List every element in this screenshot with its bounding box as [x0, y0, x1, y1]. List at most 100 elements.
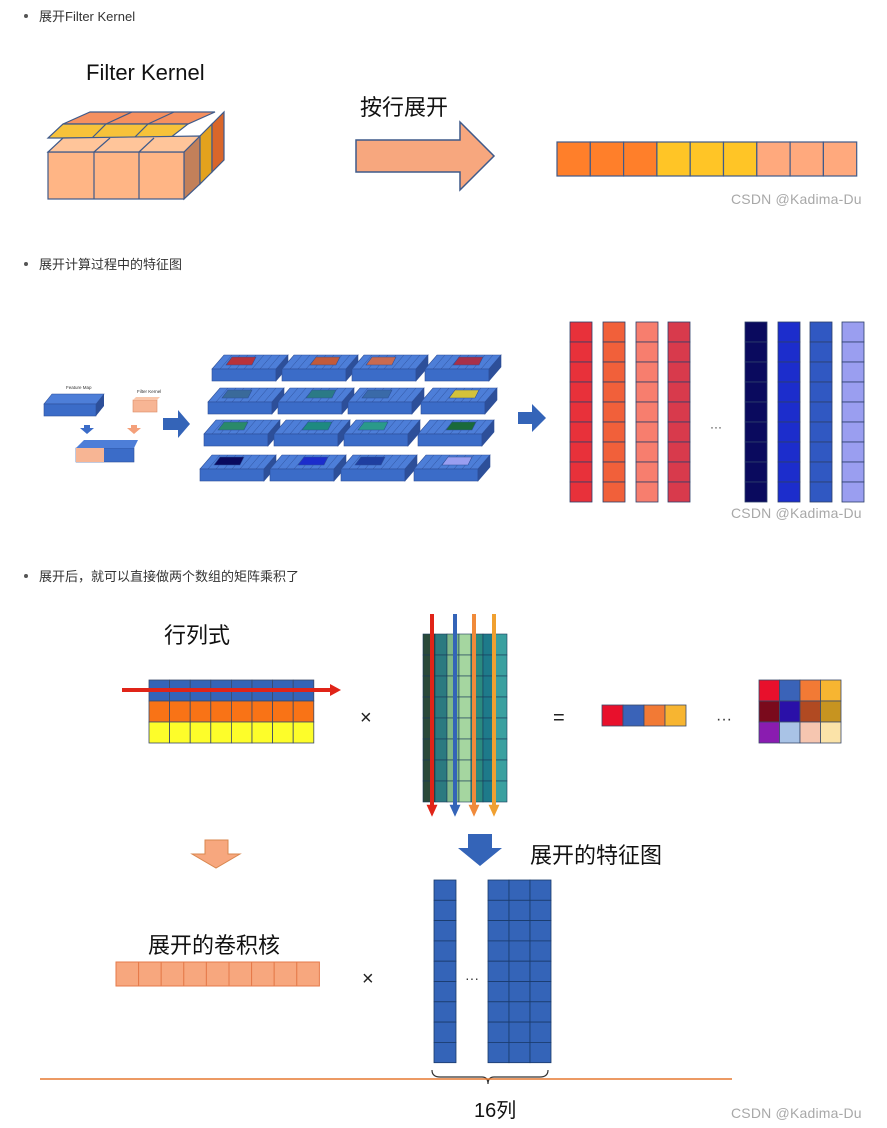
feature-col-cell — [529, 981, 552, 1003]
feature-col-cell — [487, 1021, 510, 1043]
col-matrix-cell — [458, 654, 472, 677]
feature-col-cell — [433, 899, 457, 921]
mini-grid-line — [285, 387, 299, 403]
column-cell — [667, 321, 691, 343]
mini-grid-side — [488, 354, 502, 382]
mini-grid-line — [396, 454, 410, 470]
mini-grid-line — [359, 354, 373, 370]
column-cell — [602, 341, 626, 363]
unrolled-kernel-cell — [689, 141, 725, 177]
column-cell — [667, 361, 691, 383]
mini-grid-line — [333, 387, 347, 403]
feature-col-cell — [529, 1001, 552, 1023]
column-cell — [841, 461, 865, 483]
row-matrix-cell — [272, 721, 294, 744]
feature-col-cell — [529, 920, 552, 942]
column-cell — [744, 461, 768, 483]
mini-grid-line — [259, 419, 273, 435]
column-cell — [667, 481, 691, 503]
mini-grid — [207, 387, 285, 415]
column-cell — [635, 361, 659, 383]
mini-grid-line — [428, 387, 442, 403]
mini-grid-line — [243, 419, 257, 435]
unrolled-kernel-row — [556, 141, 858, 177]
feature-col-cell — [433, 940, 457, 962]
row-matrix-cell — [148, 700, 171, 723]
mini-grid-side — [477, 454, 491, 482]
mini-grid-line — [387, 387, 401, 403]
column-cell — [635, 441, 659, 463]
bullet-dot — [24, 13, 28, 18]
mini-grid-line — [277, 454, 291, 470]
feature-col-cell — [487, 981, 510, 1003]
mini-grid — [347, 387, 425, 415]
mini-grid-line — [383, 419, 397, 435]
unrolled-column — [841, 321, 865, 503]
unrolled-featuremap-columns — [433, 879, 552, 1064]
column-cell — [744, 321, 768, 343]
unrolled-kernel-strip — [115, 961, 320, 987]
col-matrix-cell — [458, 675, 472, 698]
feature-col-cell — [487, 940, 510, 962]
result-grid-cell — [758, 721, 780, 744]
mini-grid-line — [425, 419, 439, 435]
col-matrix-cell — [434, 780, 448, 803]
feature-col-cell — [433, 1041, 457, 1064]
mini-grid — [211, 354, 289, 382]
col-matrix-cell — [434, 675, 448, 698]
mini-grid-line — [399, 354, 413, 370]
column-arrow-head — [449, 804, 461, 817]
column-cell — [569, 341, 593, 363]
mini-grid-front — [420, 401, 486, 415]
feature-col-cell — [433, 920, 457, 942]
mini-grid-highlight — [309, 356, 341, 366]
column-arrow-head — [488, 804, 500, 817]
sixteen-columns-label: 16列 — [474, 1100, 517, 1122]
bullet-text: 展开后，就可以直接做两个数组的矩阵乘积了 — [39, 569, 300, 584]
row-matrix-cell — [189, 700, 212, 723]
feature-col-cell — [529, 879, 552, 901]
column-cell — [667, 381, 691, 403]
unrolled-column — [777, 321, 801, 503]
mini-grid-line — [433, 419, 447, 435]
filter-kernel-small-label: Filter Kernel — [137, 389, 161, 394]
column-cell — [635, 341, 659, 363]
column-cell — [569, 421, 593, 443]
col-matrix-cell — [494, 717, 508, 740]
column-cell — [635, 401, 659, 423]
columns-ellipsis: ··· — [710, 420, 722, 434]
mini-grid-line — [391, 354, 405, 370]
feature-col-cell — [529, 1021, 552, 1043]
result-grid-cell — [758, 679, 780, 702]
unrolled-columns — [569, 321, 865, 503]
column-arrow-head — [426, 804, 438, 817]
mini-grid — [413, 454, 491, 482]
feature-col-cell — [487, 899, 510, 921]
result-row-cell — [643, 704, 666, 727]
mini-grid-line — [469, 454, 483, 470]
unrolled-kernel-cell — [756, 141, 791, 177]
mini-grid-front — [281, 368, 347, 382]
column-cell — [744, 481, 768, 503]
mini-grid-highlight — [301, 421, 333, 431]
unroll-arrow — [355, 120, 496, 192]
unroll-by-row-label: 按行展开 — [360, 95, 449, 120]
kernel-unroll-diagram — [46, 110, 858, 201]
mini-grid-front — [340, 468, 406, 482]
feature-map-label: Feature Map — [66, 385, 92, 390]
mini-grid-line — [325, 454, 339, 470]
feature-col-cell — [508, 1041, 531, 1064]
mini-grid-line — [211, 419, 225, 435]
mini-grid-highlight — [452, 356, 484, 366]
row-matrix-cell — [292, 700, 315, 723]
mini-grid-line — [251, 419, 265, 435]
column-cell — [602, 381, 626, 403]
mini-grid-line — [329, 419, 343, 435]
column-cell — [809, 361, 833, 383]
row-matrix-cell — [230, 721, 253, 744]
result-row-cell — [622, 704, 645, 727]
arrow-to-grids — [163, 410, 190, 438]
column-cell — [635, 481, 659, 503]
feature-col-cell — [487, 1041, 510, 1064]
row-matrix-cell — [251, 721, 274, 744]
